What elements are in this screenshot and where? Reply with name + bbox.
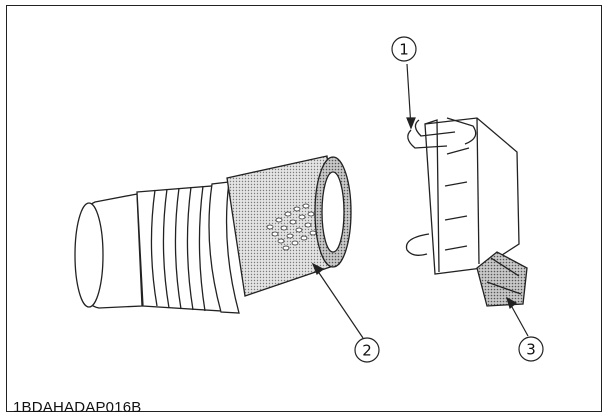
- figure-code: 1BDAHADAP016B: [13, 399, 142, 416]
- figure-frame: 1 2 3 1BDAHADAP016B: [6, 5, 602, 416]
- strainer-screen: [226, 155, 352, 297]
- callout-3-number: 3: [526, 341, 536, 359]
- callout-1-number: 1: [399, 41, 409, 59]
- callout-3: 3: [518, 336, 544, 362]
- callout-2: 2: [354, 337, 380, 363]
- callout-1: 1: [391, 36, 417, 62]
- diagram-drawing: 1 2 3: [74, 36, 544, 363]
- filter-housing: [74, 181, 240, 314]
- callout-leaders: [311, 63, 529, 339]
- hose-connector: [405, 117, 528, 307]
- callout-2-number: 2: [362, 342, 372, 360]
